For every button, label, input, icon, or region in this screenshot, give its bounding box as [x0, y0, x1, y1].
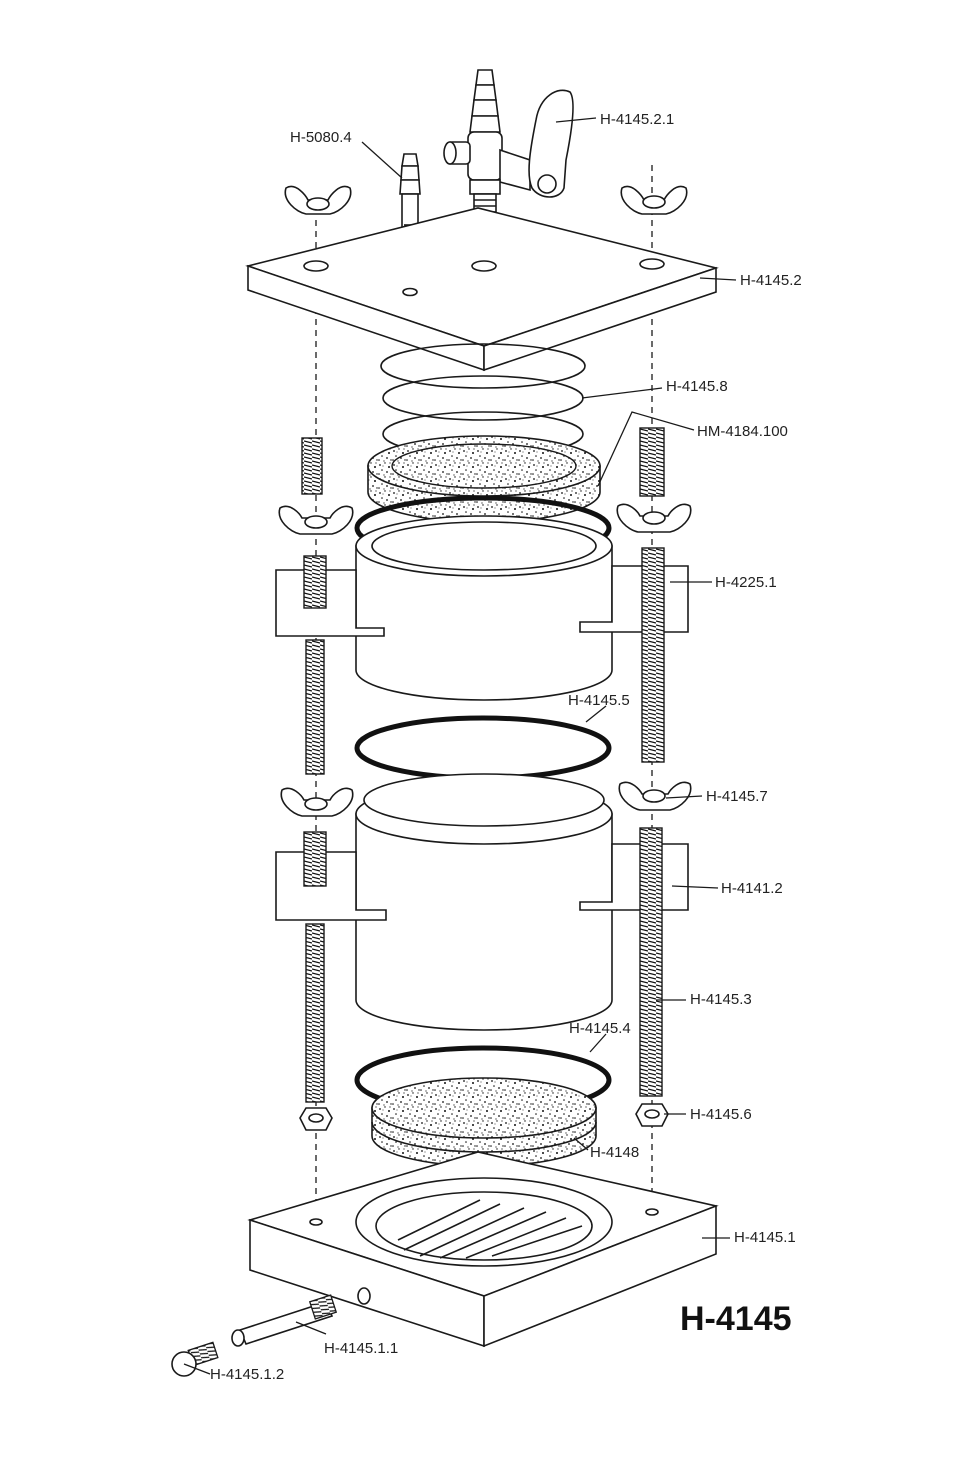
stud-top-right	[639, 427, 665, 497]
label-top-plate: H-4145.2	[740, 272, 802, 289]
label-hex-nut: H-4145.6	[690, 1106, 752, 1123]
label-o-rings: H-4145.8	[666, 378, 728, 395]
label-base-plate: H-4145.1	[734, 1229, 796, 1246]
lower-cylinder	[275, 773, 689, 1031]
rod-left-upper	[303, 555, 327, 775]
rod-right-lower	[639, 827, 663, 1097]
porous-stone-top	[367, 435, 601, 523]
label-drain-fitting: H-4145.1.2	[210, 1366, 284, 1383]
label-gasket-low: H-4145.4	[569, 1020, 631, 1037]
label-valve: H-4145.2.1	[600, 111, 674, 128]
hex-nut-right	[635, 1103, 669, 1127]
base-grooves	[397, 1199, 583, 1259]
wing-nut-top-right	[620, 185, 688, 215]
base-plate	[247, 1151, 719, 1348]
upper-cylinder	[275, 515, 689, 701]
wing-nut-lower-right	[618, 781, 692, 811]
label-lower-cylinder: H-4141.2	[721, 880, 783, 897]
wing-nut-upper-right	[616, 503, 692, 533]
label-wing-nut: H-4145.7	[706, 788, 768, 805]
label-upper-cylinder: H-4225.1	[715, 574, 777, 591]
rod-left-lower	[303, 831, 327, 1103]
porous-stone-bottom	[371, 1077, 597, 1167]
label-gasket-mid: H-4145.5	[568, 692, 630, 709]
gasket-mid	[354, 715, 612, 781]
label-porous-stone-bottom: H-4148	[590, 1144, 639, 1161]
hose-nipple	[399, 153, 421, 233]
drain-fitting	[171, 1341, 219, 1377]
label-porous-stone-top: HM-4184.100	[697, 423, 788, 440]
drain-tube	[231, 1294, 338, 1347]
hex-nut-left	[299, 1107, 333, 1131]
rod-right-upper	[641, 547, 665, 763]
wing-nut-lower-left	[280, 787, 354, 817]
top-plate	[245, 207, 719, 372]
label-threaded-rod: H-4145.3	[690, 991, 752, 1008]
label-drain-tube: H-4145.1.1	[324, 1340, 398, 1357]
leader-lines	[183, 117, 737, 1375]
stud-top-left	[301, 437, 323, 495]
valve	[443, 69, 574, 213]
wing-nut-upper-left	[278, 505, 354, 535]
model-number: H-4145	[680, 1300, 792, 1338]
label-hose-nipple: H-5080.4	[290, 129, 352, 146]
part-labels: H-4145.2.1 H-5080.4 H-4145.2 H-4145.8 HM…	[210, 111, 802, 1383]
wing-nut-top-left	[284, 185, 352, 215]
